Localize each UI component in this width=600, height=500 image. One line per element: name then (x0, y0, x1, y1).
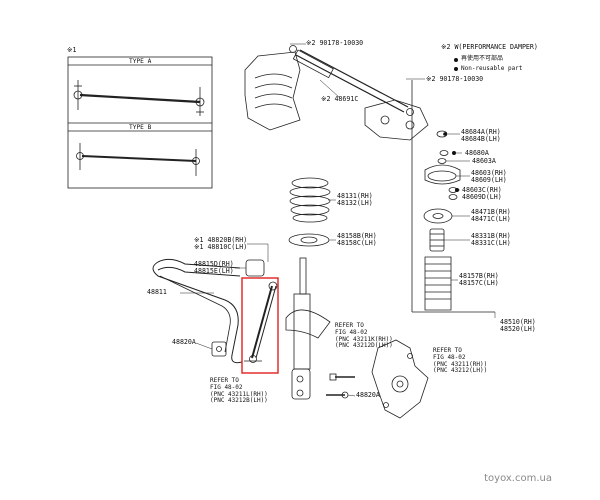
type-b-link (76, 143, 200, 176)
leader-lines (180, 43, 496, 397)
part-48510: 48510(RH) 48520(LH) (500, 318, 536, 334)
bolts (326, 373, 355, 399)
part-48331: 48331B(RH) 48331C(LH) (471, 232, 511, 248)
upper-mount-stack (423, 130, 461, 252)
ref-fig-48-02-a: REFER TO FIG 48-02 (PNC 43211K(RH)) (PNC… (335, 322, 393, 350)
star1-note: ※1 (67, 46, 77, 54)
part-48820B: ※1 48820B(RH) ※1 48810C(LH) (194, 236, 248, 252)
body-bracket (364, 99, 429, 141)
legend-nonreusable: Non-reusable part (461, 65, 523, 72)
part-48157: 48157B(RH) 48157C(LH) (459, 272, 499, 288)
part-48603: 48603(RH) 48609(LH) (471, 169, 507, 185)
star2-note: ※2 W(PERFORMANCE DAMPER) (441, 43, 538, 51)
part-48471: 48471B(RH) 48471C(LH) (471, 208, 511, 224)
strut-tower-body (244, 51, 301, 131)
stabilizer-bar (152, 258, 265, 364)
part-48680A: 48680A (465, 149, 489, 157)
part-48603C: 48603C(RH) 48609D(LH) (462, 186, 502, 202)
type-a-label: TYPE A (129, 58, 152, 65)
steering-knuckle (371, 339, 429, 419)
part-48691C: ※2 48691C (321, 95, 359, 103)
stabilizer-link (244, 281, 278, 363)
ref-fig-48-02-c: REFER TO FIG 48-02 (PNC 43211L(RH)) (PNC… (210, 377, 268, 405)
nonreusable-marker (455, 188, 459, 192)
part-90178-right: ※2 90178-10030 (426, 75, 484, 83)
performance-damper (289, 45, 414, 116)
legend-bullet-nonreusable (454, 67, 458, 71)
part-48684: 48684A(RH) 48684B(LH) (461, 128, 501, 144)
part-48131: 48131(RH) 48132(LH) (337, 192, 373, 208)
part-48811: 48811 (147, 288, 167, 296)
nonreusable-marker (443, 132, 447, 136)
stabilizer-link-type-box (67, 56, 213, 189)
part-48820A-bottom: 48820A (356, 391, 380, 399)
part-48158: 48158B(RH) 48158C(LH) (337, 232, 377, 248)
legend-reusable: 再使用不可部品 (461, 55, 504, 62)
watermark: toyox.com.ua (484, 473, 552, 484)
legend-bullet-reusable (454, 58, 458, 62)
shock-absorber (285, 257, 331, 400)
part-90178-top: ※2 90178-10030 (306, 39, 364, 47)
coil-spring (289, 177, 331, 223)
bump-stop-bellows (424, 256, 452, 311)
nonreusable-marker (452, 151, 456, 155)
highlight-box (241, 277, 279, 374)
spring-seat (288, 233, 330, 247)
type-a-link (73, 80, 205, 116)
type-b-label: TYPE B (129, 124, 152, 131)
part-48815: 48815D(RH) 48815E(LH) (194, 260, 234, 276)
part-48820A-left: 48820A (172, 338, 196, 346)
part-48603A: 48603A (472, 157, 496, 165)
ref-fig-48-02-b: REFER TO FIG 48-02 (PNC 43211(RH)) (PNC … (433, 347, 488, 375)
